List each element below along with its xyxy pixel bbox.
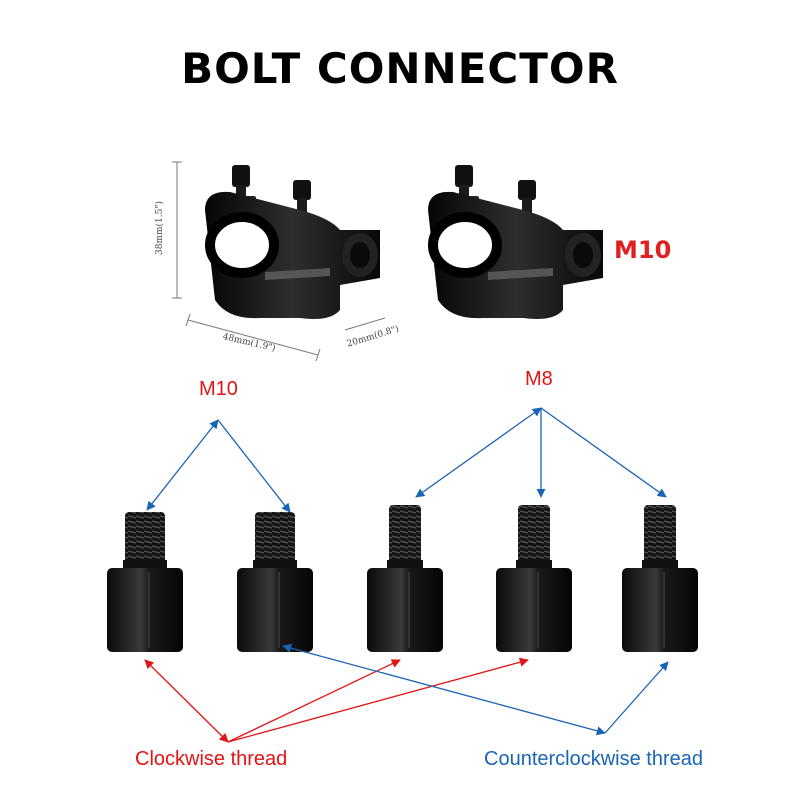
thread-adapter bbox=[107, 512, 183, 652]
dimension-lines bbox=[172, 161, 386, 362]
adapter-row bbox=[107, 505, 698, 652]
height-dimension-label: 38mm(1.5") bbox=[155, 201, 165, 255]
counterclockwise-thread-label: Counterclockwise thread bbox=[484, 748, 703, 770]
thread-adapter bbox=[237, 512, 313, 652]
counterclockwise-arrows bbox=[282, 643, 669, 736]
m8-arrows bbox=[415, 407, 667, 498]
thread-adapter bbox=[367, 505, 443, 652]
clamp bbox=[428, 165, 603, 319]
clockwise-arrows bbox=[144, 657, 529, 743]
thread-adapter bbox=[496, 505, 572, 652]
m10-arrows bbox=[146, 419, 291, 513]
page-title: BOLT CONNECTOR bbox=[181, 44, 619, 93]
m10-group-label: M10 bbox=[199, 378, 238, 400]
thread-adapter bbox=[622, 505, 698, 652]
clamp-with-dimensions bbox=[205, 165, 380, 319]
clamp-thread-label: M10 bbox=[614, 236, 672, 264]
clockwise-thread-label: Clockwise thread bbox=[135, 748, 288, 770]
m8-group-label: M8 bbox=[525, 368, 553, 390]
